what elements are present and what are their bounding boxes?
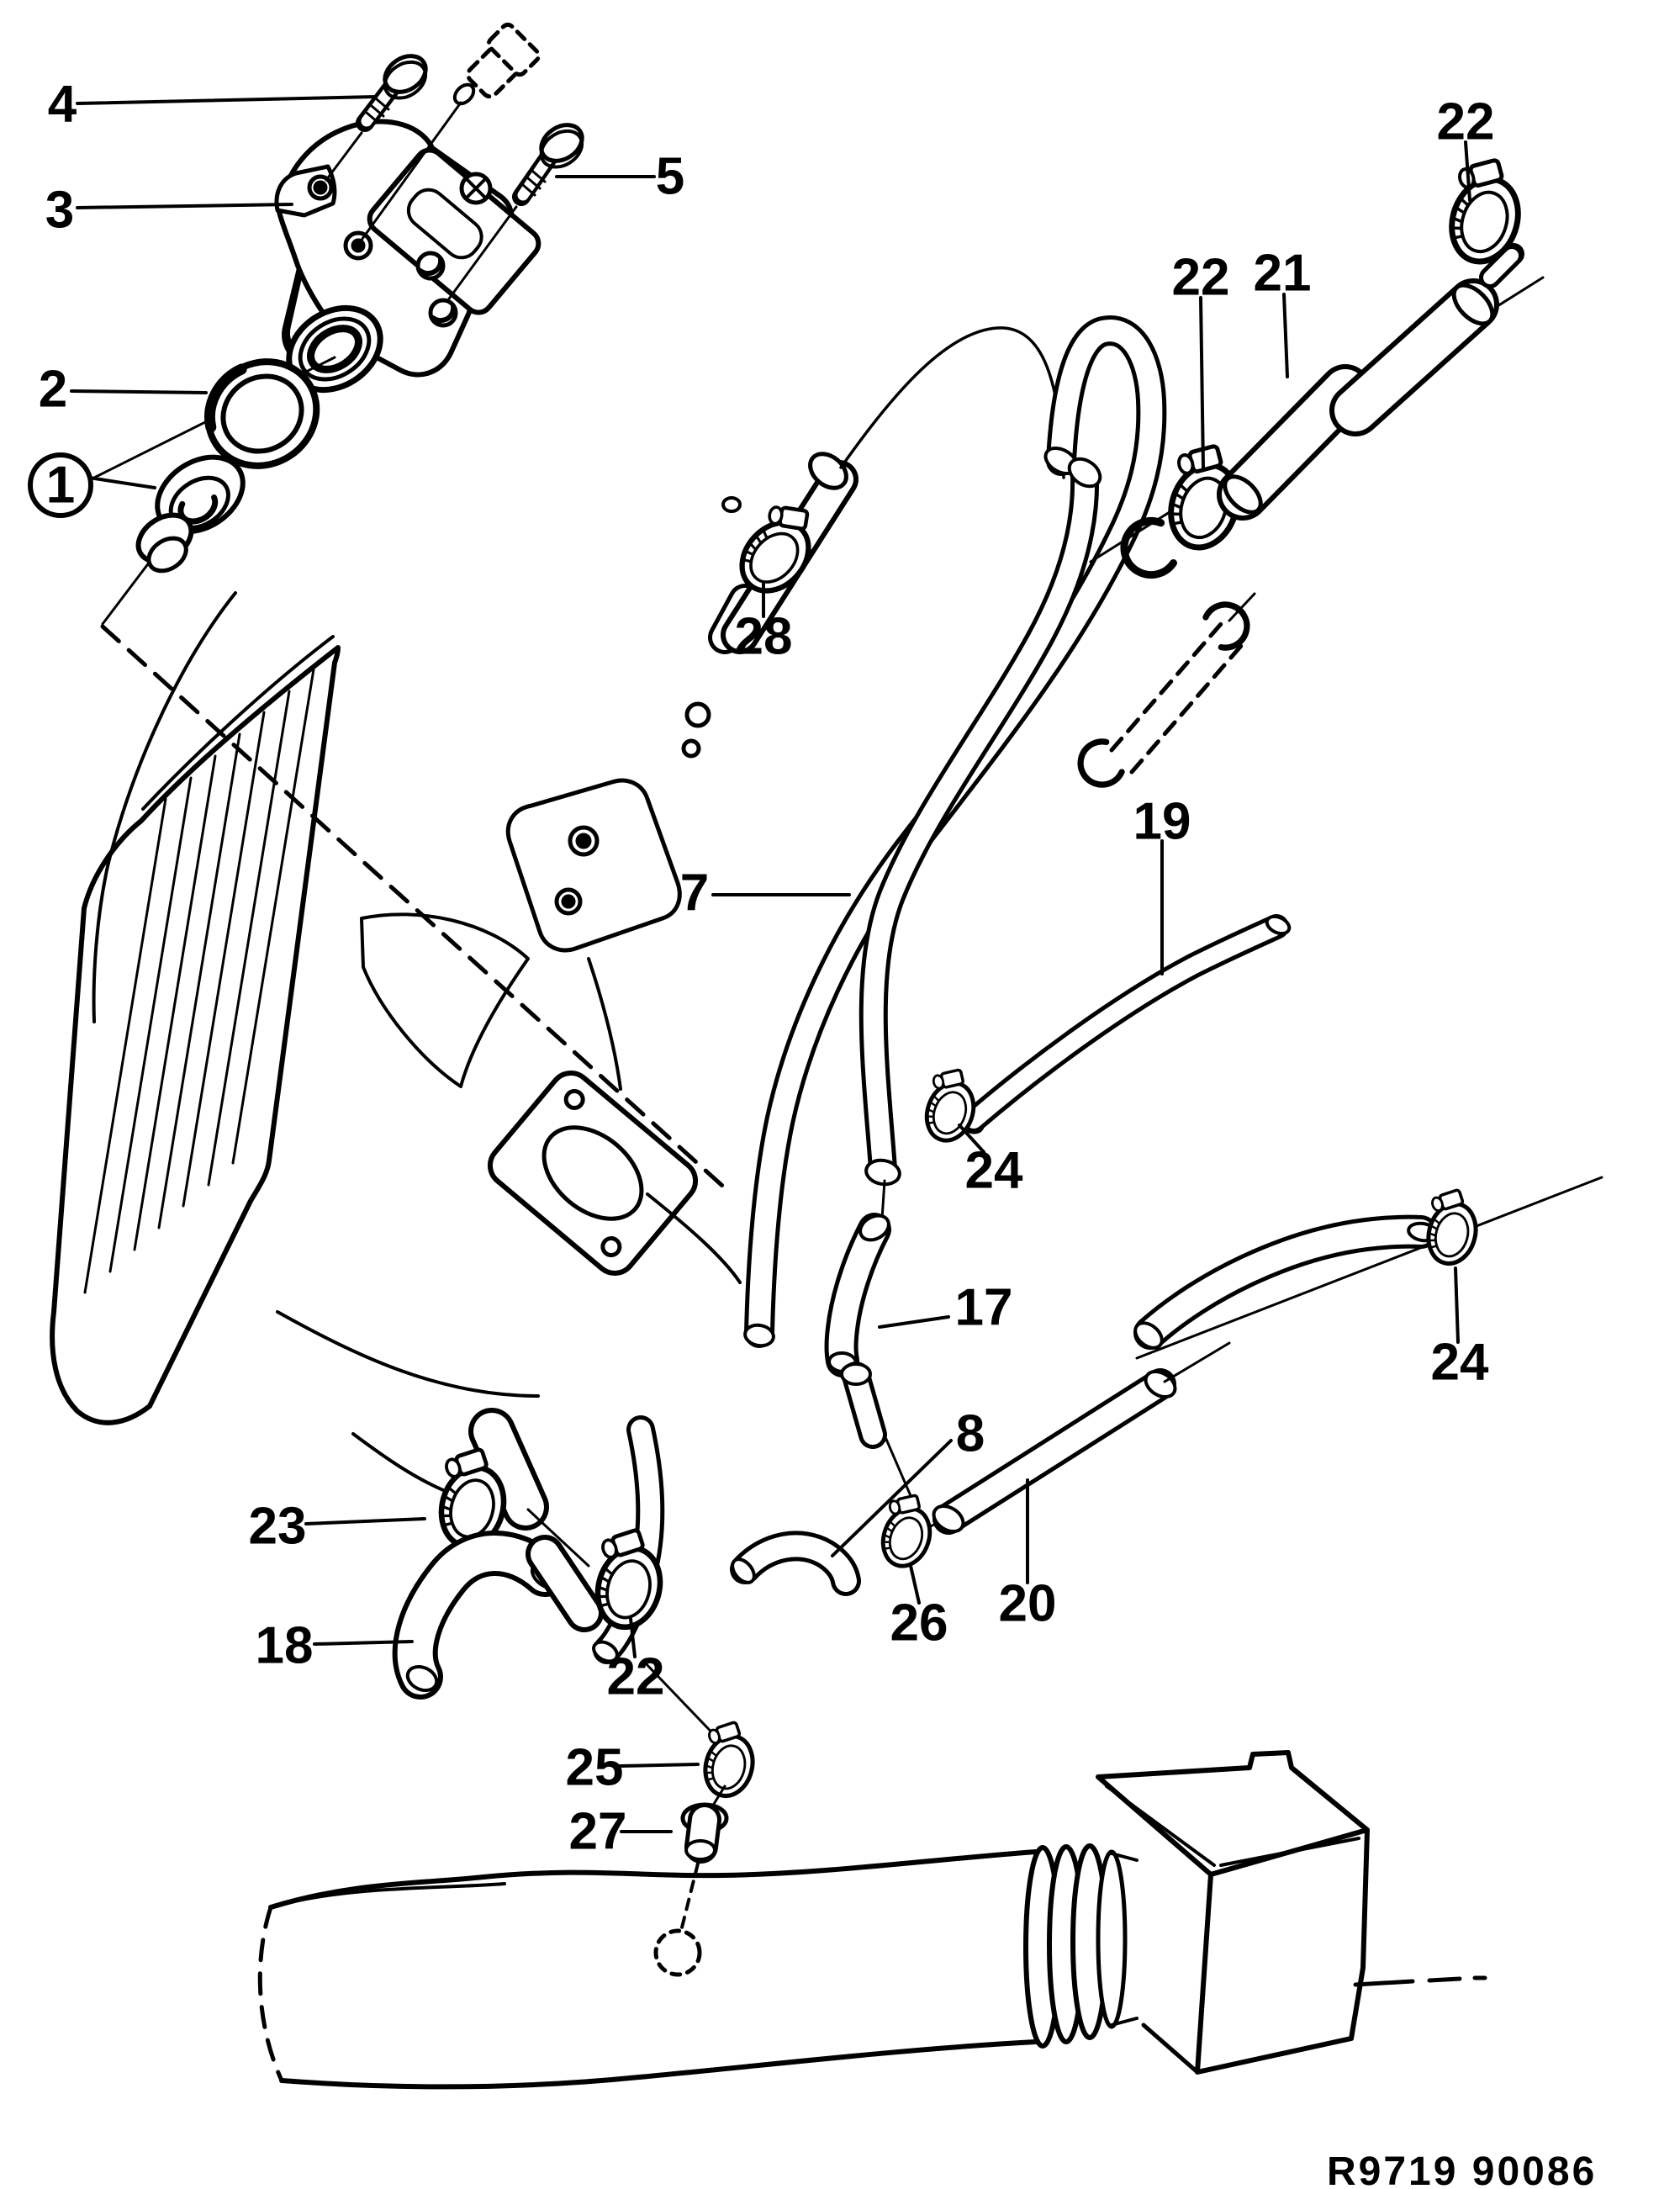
svg-text:19: 19 — [1133, 793, 1191, 851]
svg-text:24: 24 — [1431, 1334, 1489, 1392]
part-callout-7: 7 — [680, 864, 851, 923]
svg-text:28: 28 — [735, 608, 793, 666]
engine-cylinder-head — [50, 591, 742, 1531]
part-callout-2: 2 — [39, 361, 208, 419]
part-callout-8: 8 — [831, 1405, 985, 1557]
svg-text:22: 22 — [607, 1648, 665, 1706]
part-callout-4: 4 — [48, 76, 378, 134]
part-callout-22b: 22 — [1437, 93, 1495, 202]
part-bolt-4 — [325, 54, 428, 182]
svg-text:2: 2 — [39, 361, 67, 419]
part-callout-21: 21 — [1254, 245, 1312, 378]
thermostat-housing-assembly — [89, 22, 584, 626]
svg-text:18: 18 — [256, 1617, 314, 1675]
part-callout-24a: 24 — [958, 1124, 1023, 1200]
part-callout-24b: 24 — [1431, 1266, 1489, 1392]
part-sensor-dashed — [466, 22, 542, 99]
tube-20 — [932, 1341, 1231, 1535]
part-gasket-ring-2 — [203, 358, 320, 469]
part-callout-23: 23 — [249, 1498, 426, 1556]
hose-28-assembly — [708, 326, 1065, 654]
svg-text:5: 5 — [656, 148, 684, 206]
svg-text:26: 26 — [890, 1594, 948, 1652]
part-callout-1: 1 — [28, 452, 156, 518]
svg-text:17: 17 — [955, 1279, 1013, 1337]
part-callout-22a: 22 — [1172, 249, 1230, 469]
svg-text:1: 1 — [46, 457, 75, 515]
svg-text:7: 7 — [680, 864, 709, 923]
water-pipe-17 — [858, 457, 1102, 1234]
part-callout-26: 26 — [890, 1564, 948, 1652]
drawing-number: R9719 90086 — [1327, 2149, 1597, 2189]
part-callout-18: 18 — [256, 1617, 414, 1675]
hose-18-group — [392, 1415, 763, 1977]
hose-19 — [913, 914, 1292, 1147]
part-cap — [135, 512, 194, 574]
part-callout-17: 17 — [878, 1279, 1013, 1337]
svg-text:23: 23 — [249, 1498, 307, 1556]
mounting-axis-dashed-line — [100, 624, 732, 1195]
svg-text:24: 24 — [965, 1142, 1023, 1200]
part-callout-5: 5 — [555, 148, 684, 206]
svg-text:22: 22 — [1172, 249, 1230, 307]
part-callout-27: 27 — [569, 1803, 673, 1861]
part-callout-28: 28 — [735, 581, 793, 666]
part-callout-20: 20 — [999, 1478, 1057, 1633]
svg-text:22: 22 — [1437, 93, 1495, 151]
hose-24-right — [1133, 1176, 1603, 1360]
part-callout-3: 3 — [45, 182, 293, 240]
part-callout-22c: 22 — [607, 1617, 665, 1706]
part-thermostat-1 — [155, 454, 246, 535]
svg-text:4: 4 — [48, 76, 77, 134]
svg-text:25: 25 — [566, 1739, 624, 1797]
svg-text:21: 21 — [1254, 245, 1312, 303]
part-callout-25: 25 — [566, 1739, 700, 1797]
part-bolt-5 — [446, 123, 584, 303]
intake-duct-and-airbox — [257, 1750, 1487, 2090]
hose-8 — [730, 1531, 861, 1596]
svg-text:20: 20 — [999, 1575, 1057, 1633]
svg-text:3: 3 — [45, 182, 74, 240]
hose-21-chain — [1074, 149, 1545, 792]
part-callout-19: 19 — [1133, 793, 1191, 976]
svg-text:27: 27 — [569, 1803, 627, 1861]
svg-text:8: 8 — [956, 1405, 985, 1463]
hose-17-lower — [824, 1213, 948, 1573]
